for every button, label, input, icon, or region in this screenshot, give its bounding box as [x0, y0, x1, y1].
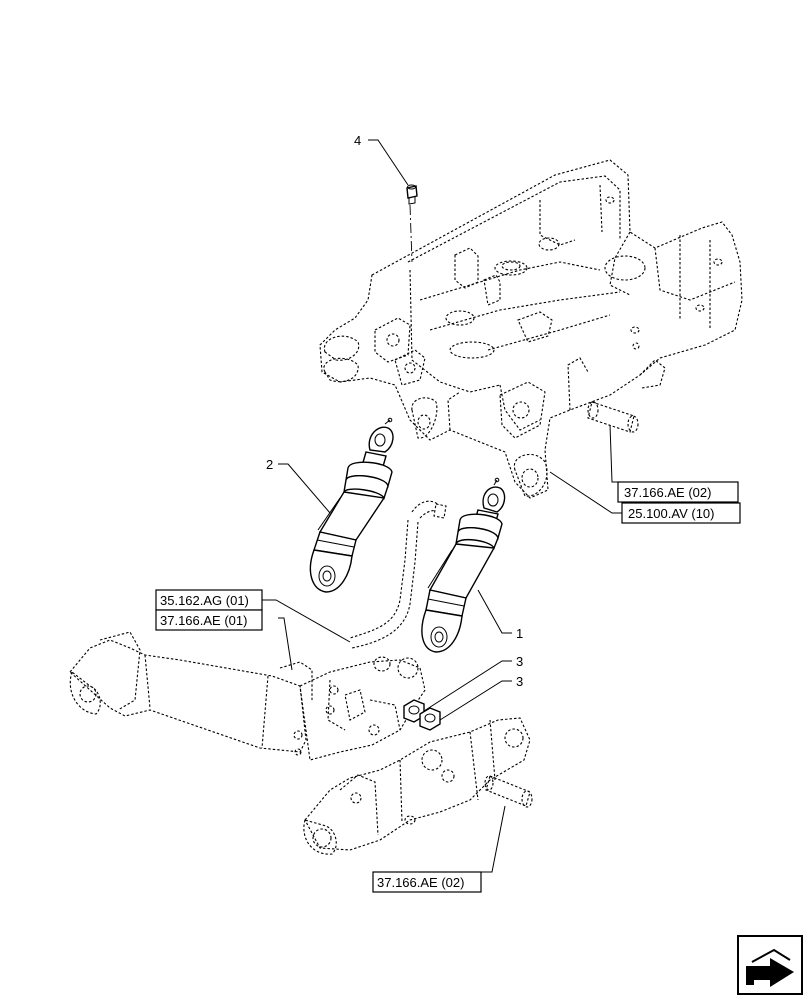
callout-2: 2	[266, 457, 273, 472]
upper-pin	[587, 401, 639, 433]
next-page-arrow-icon[interactable]	[737, 935, 803, 995]
ref-label-hose: 35.162.AG (01)	[160, 593, 249, 608]
hydraulic-hose	[349, 500, 447, 649]
grease-nipple	[406, 184, 418, 205]
ref-box-lower-pin[interactable]: 37.166.AE (02)	[372, 871, 482, 893]
lift-cylinder-right	[421, 477, 506, 653]
ref-label-housing: 25.100.AV (10)	[628, 506, 714, 521]
hitch-housing	[319, 159, 743, 499]
callout-4: 4	[354, 133, 361, 148]
ref-box-housing[interactable]: 25.100.AV (10)	[621, 502, 741, 524]
lift-arm-coupler	[299, 656, 426, 761]
centerline	[409, 204, 413, 263]
callout-1: 1	[516, 626, 523, 641]
ref-label-lift-arm: 37.166.AE (01)	[160, 613, 247, 628]
lift-arm-left	[69, 631, 313, 756]
lift-arm-right	[303, 717, 531, 855]
nut-lower	[419, 707, 441, 731]
ref-box-lift-arm[interactable]: 37.166.AE (01)	[155, 609, 263, 631]
leader-lines	[262, 139, 622, 873]
lower-pin	[484, 775, 533, 808]
callout-3-lower: 3	[516, 674, 523, 689]
ref-label-lower-pin: 37.166.AE (02)	[377, 875, 464, 890]
ref-label-upper-pin: 37.166.AE (02)	[624, 485, 711, 500]
callout-3-upper: 3	[516, 654, 523, 669]
ref-box-hose[interactable]: 35.162.AG (01)	[155, 589, 263, 611]
ref-box-upper-pin[interactable]: 37.166.AE (02)	[617, 481, 739, 503]
lift-cylinder-left	[309, 417, 394, 593]
